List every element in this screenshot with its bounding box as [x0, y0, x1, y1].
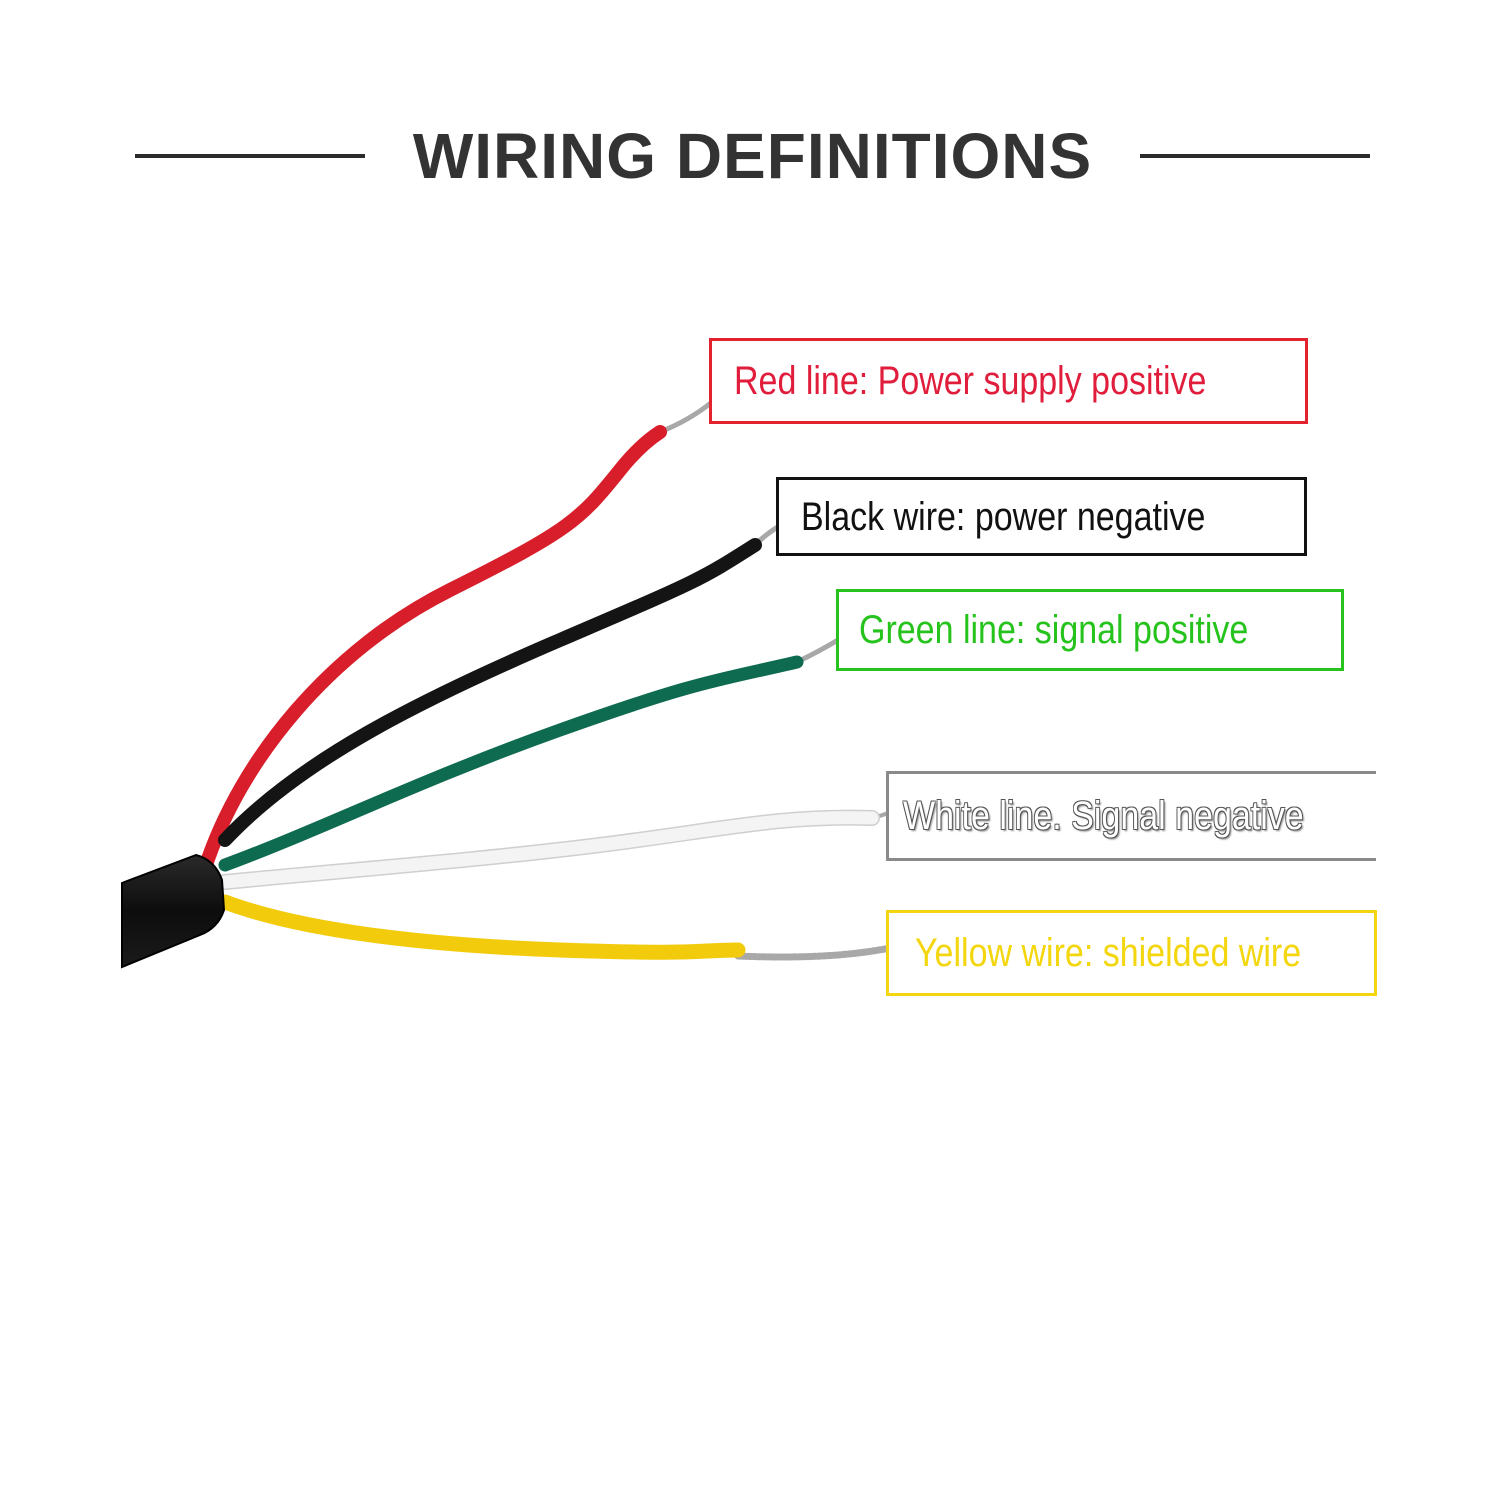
title-rule-left: [135, 154, 365, 158]
green-wire-strand: [794, 637, 841, 665]
title-rule-right: [1140, 154, 1370, 158]
cable-jacket: [121, 853, 226, 969]
yellow-wire-label: Yellow wire: shielded wire: [886, 910, 1377, 996]
green-wire: [218, 655, 804, 872]
black-wire: [218, 538, 762, 847]
red-wire-label-text: Red line: Power supply positive: [734, 359, 1207, 403]
red-wire: [198, 425, 667, 875]
black-wire-label-text: Black wire: power negative: [801, 494, 1206, 539]
black-wire-label: Black wire: power negative: [776, 477, 1307, 556]
green-wire-label: Green line: signal positive: [836, 589, 1344, 671]
red-wire-strand: [657, 399, 715, 435]
red-wire-label: Red line: Power supply positive: [709, 338, 1308, 424]
white-wire-label: White line. Signal negative: [886, 771, 1376, 861]
white-wire-label-text: White line. Signal negative: [903, 794, 1304, 838]
yellow-wire: [217, 894, 746, 960]
yellow-wire-label-text: Yellow wire: shielded wire: [915, 931, 1302, 975]
white-wire: [218, 811, 879, 889]
wire-conductors: [198, 425, 880, 960]
green-wire-label-text: Green line: signal positive: [859, 608, 1249, 652]
page-title: WIRING DEFINITIONS: [412, 120, 1093, 192]
